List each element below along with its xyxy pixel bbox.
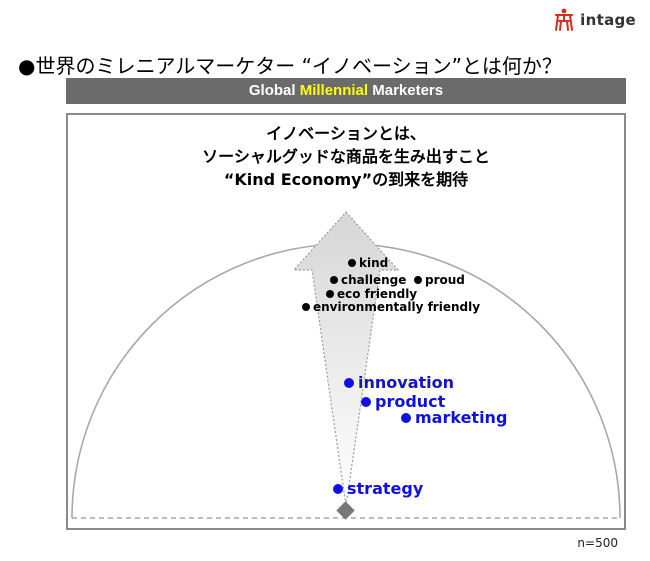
brand-name: intage	[580, 11, 636, 29]
keyword-proud: proud	[414, 273, 465, 287]
keyword-label: product	[375, 392, 446, 411]
page-title: ●世界のミレニアルマーケター “イノベーション”とは何か？	[18, 54, 562, 78]
bullet-icon	[348, 259, 356, 267]
banner-suffix: Marketers	[368, 82, 444, 99]
banner-highlight: Millennial	[299, 82, 369, 99]
keyword-product: product	[361, 392, 445, 411]
keyword-label: environmentally friendly	[313, 300, 481, 314]
bullet-icon	[333, 483, 343, 494]
keyword-eco-friendly: eco friendly	[326, 287, 417, 301]
origin-diamond	[336, 501, 355, 520]
keyword-label: proud	[425, 273, 465, 287]
keyword-kind: kind	[348, 256, 388, 270]
keyword-innovation: innovation	[344, 373, 454, 392]
bullet-icon	[401, 412, 411, 423]
bullet-icon	[414, 276, 422, 284]
keyword-label: eco friendly	[337, 287, 418, 301]
keyword-label: innovation	[358, 373, 454, 392]
bullet-icon	[361, 396, 371, 407]
upward-arrow	[292, 211, 400, 507]
bullet-icon	[326, 290, 334, 298]
keyword-challenge: challenge	[330, 273, 406, 287]
intage-logo-icon	[555, 8, 574, 31]
segment-banner: Global Millennial Marketers	[66, 78, 626, 104]
brand-logo: intage	[554, 8, 636, 32]
bullet-icon	[344, 377, 354, 388]
keyword-label: marketing	[415, 408, 508, 427]
headline-line-2: ソーシャルグッドな商品を生み出すこと	[202, 147, 490, 166]
keyword-marketing: marketing	[401, 408, 507, 427]
keyword-environmentally-friendly: environmentally friendly	[302, 300, 480, 314]
bullet-icon	[302, 303, 310, 311]
keyword-strategy: strategy	[333, 479, 423, 498]
headline-line-1: イノベーションとは、	[266, 124, 426, 143]
keyword-label: strategy	[347, 479, 424, 498]
diagram-frame	[66, 113, 626, 530]
sample-size: n=500	[577, 536, 618, 550]
diagram-headline: イノベーションとは、 ソーシャルグッドな商品を生み出すこと “Kind Econ…	[66, 122, 626, 191]
keyword-label: kind	[359, 256, 389, 270]
keyword-label: challenge	[341, 273, 407, 287]
bullet-icon	[330, 276, 338, 284]
banner-prefix: Global	[248, 82, 300, 99]
headline-line-3: “Kind Economy”の到来を期待	[223, 170, 469, 189]
